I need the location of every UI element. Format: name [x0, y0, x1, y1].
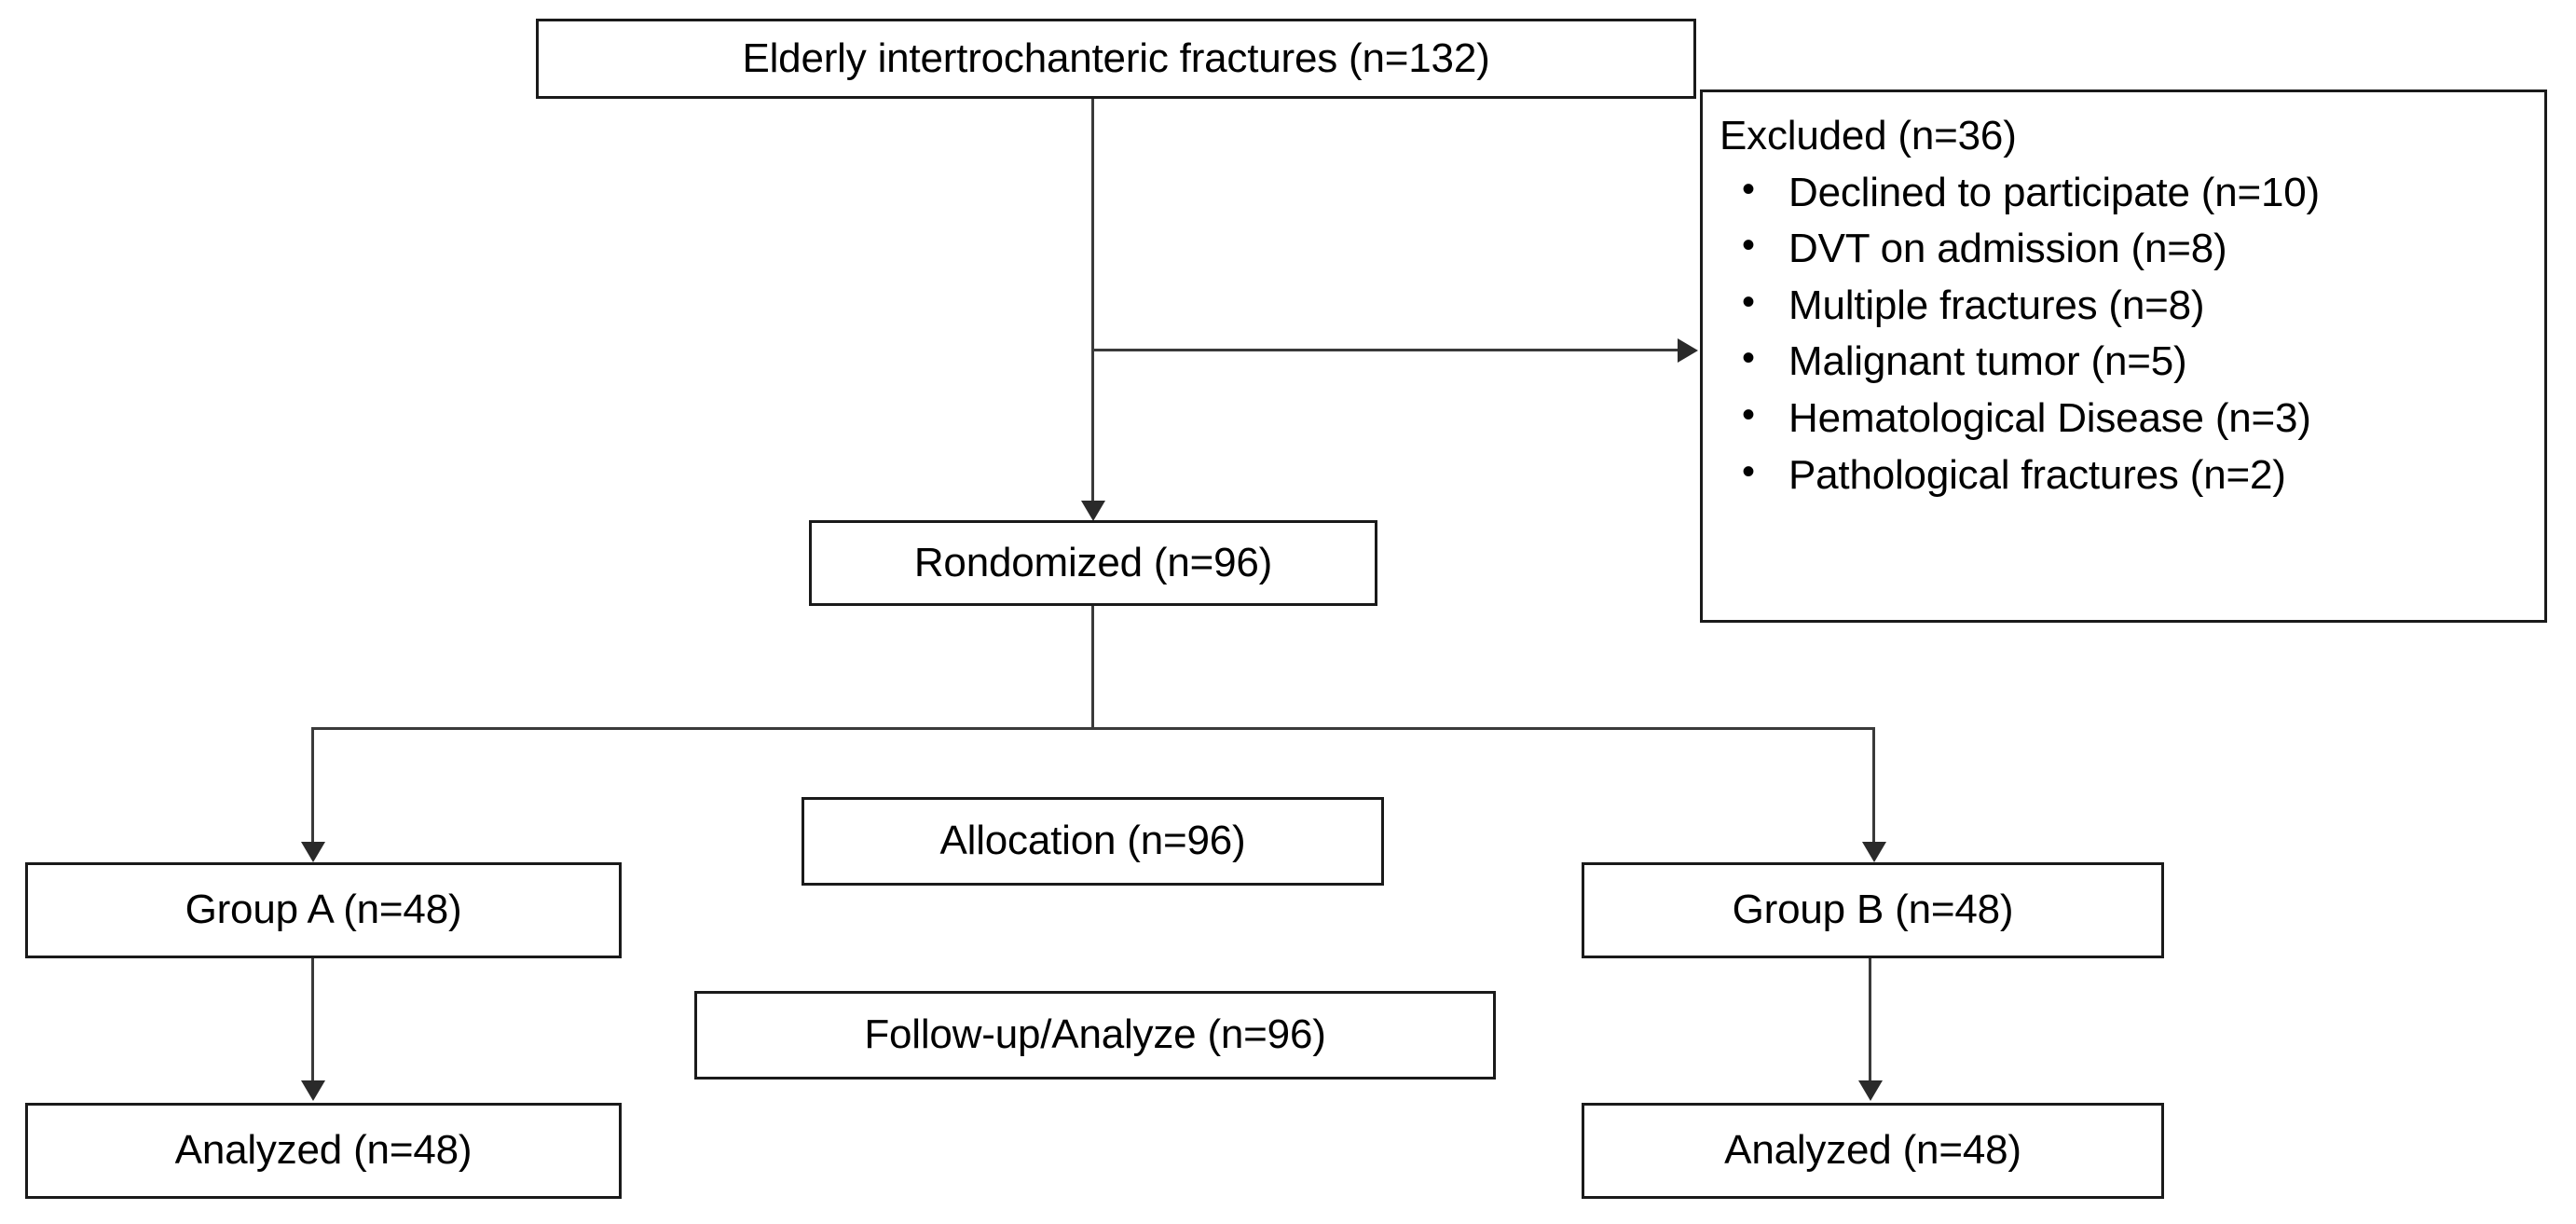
list-item: • Malignant tumor (n=5)	[1734, 337, 2544, 386]
node-excluded-title: Excluded (n=36)	[1720, 113, 2017, 158]
connector-split-bar	[311, 727, 1875, 730]
connector-randomized-down	[1091, 606, 1094, 729]
connector-split-right-leg	[1872, 727, 1875, 846]
list-item: • Declined to participate (n=10)	[1734, 168, 2544, 217]
node-followup-stage: Follow-up/Analyze (n=96)	[694, 991, 1496, 1080]
excluded-reason-list: • Declined to participate (n=10) • DVT o…	[1703, 168, 2544, 500]
connector-split-left-leg	[311, 727, 314, 846]
list-item-label: DVT on admission (n=8)	[1788, 226, 2227, 272]
node-group-a-label: Group A (n=48)	[185, 887, 462, 933]
bullet-icon: •	[1742, 393, 1755, 435]
node-randomized: Rondomized (n=96)	[809, 520, 1377, 606]
list-item: • DVT on admission (n=8)	[1734, 225, 2544, 273]
node-allocation-stage-label: Allocation (n=96)	[939, 818, 1246, 864]
list-item-label: Pathological fractures (n=2)	[1788, 451, 2286, 498]
node-group-b-label: Group B (n=48)	[1732, 887, 2014, 933]
node-allocation-stage: Allocation (n=96)	[802, 797, 1384, 886]
connector-to-excluded	[1091, 349, 1679, 351]
bullet-icon: •	[1742, 225, 1755, 267]
list-item-label: Declined to participate (n=10)	[1788, 169, 2320, 215]
bullet-icon: •	[1742, 168, 1755, 210]
bullet-icon: •	[1742, 281, 1755, 323]
list-item-label: Multiple fractures (n=8)	[1788, 282, 2205, 328]
node-excluded: Excluded (n=36) • Declined to participat…	[1700, 89, 2547, 623]
bullet-icon: •	[1742, 337, 1755, 379]
node-analyzed-b: Analyzed (n=48)	[1582, 1103, 2164, 1199]
list-item: • Pathological fractures (n=2)	[1734, 450, 2544, 500]
list-item: • Hematological Disease (n=3)	[1734, 393, 2544, 443]
list-item: • Multiple fractures (n=8)	[1734, 282, 2544, 330]
arrowhead-into-randomized	[1081, 501, 1105, 521]
node-analyzed-b-label: Analyzed (n=48)	[1724, 1127, 2021, 1174]
node-followup-stage-label: Follow-up/Analyze (n=96)	[864, 1011, 1326, 1058]
arrowhead-into-excluded	[1678, 338, 1698, 363]
node-analyzed-a-label: Analyzed (n=48)	[174, 1127, 473, 1174]
bullet-icon: •	[1742, 450, 1755, 492]
node-analyzed-a: Analyzed (n=48)	[25, 1103, 622, 1199]
node-enrollment-label: Elderly intertrochanteric fractures (n=1…	[742, 34, 1490, 81]
list-item-label: Hematological Disease (n=3)	[1788, 394, 2311, 441]
arrowhead-into-analyzed-a	[301, 1080, 325, 1101]
connector-group-b-to-analyzed	[1869, 958, 1871, 1085]
node-randomized-label: Rondomized (n=96)	[913, 539, 1273, 585]
connector-group-a-to-analyzed	[311, 958, 314, 1085]
connector-enrollment-to-randomized	[1091, 99, 1094, 511]
arrowhead-into-analyzed-b	[1858, 1080, 1883, 1101]
arrowhead-into-group-b	[1862, 842, 1886, 862]
arrowhead-into-group-a	[301, 842, 325, 862]
list-item-label: Malignant tumor (n=5)	[1788, 338, 2187, 385]
node-group-b: Group B (n=48)	[1582, 862, 2164, 958]
node-enrollment: Elderly intertrochanteric fractures (n=1…	[536, 19, 1696, 99]
node-group-a: Group A (n=48)	[25, 862, 622, 958]
